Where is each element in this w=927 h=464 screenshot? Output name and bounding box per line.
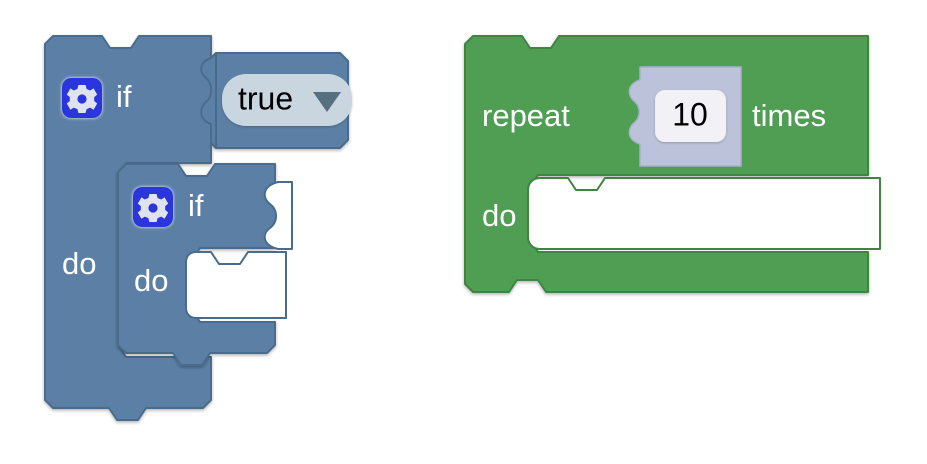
outer-if-label: if (116, 79, 132, 114)
outer-do-label: do (62, 246, 96, 281)
mutator-gear-icon-inner[interactable] (133, 187, 173, 227)
value-input-socket-outer[interactable] (200, 52, 217, 149)
repeat-do-label: do (482, 198, 516, 233)
number-field-background[interactable] (655, 90, 726, 142)
value-input-socket-inner[interactable] (263, 181, 293, 250)
number-field-text: 10 (672, 96, 708, 132)
block-controls-if-inner[interactable]: if do (117, 163, 293, 366)
inner-if-label: if (188, 188, 204, 223)
repeat-label: repeat (482, 98, 570, 133)
block-math-number[interactable]: 10 (628, 66, 742, 167)
statement-input-socket-inner[interactable] (185, 251, 287, 319)
inner-do-label: do (134, 263, 168, 298)
gear-icon-glyph (137, 194, 169, 222)
dropdown-field-true-text: true (238, 80, 293, 116)
block-logic-boolean[interactable]: true (222, 74, 352, 126)
mutator-gear-icon-outer[interactable] (62, 78, 102, 118)
block-controls-repeat[interactable]: repeat 10 times do (464, 35, 881, 293)
gear-icon-glyph (66, 85, 98, 113)
block-controls-if-outer[interactable]: if do true (44, 35, 352, 421)
chevron-down-icon[interactable] (313, 92, 341, 112)
times-label: times (752, 98, 826, 133)
dropdown-field-true-background[interactable] (222, 74, 352, 126)
statement-input-socket-repeat[interactable] (527, 177, 881, 250)
